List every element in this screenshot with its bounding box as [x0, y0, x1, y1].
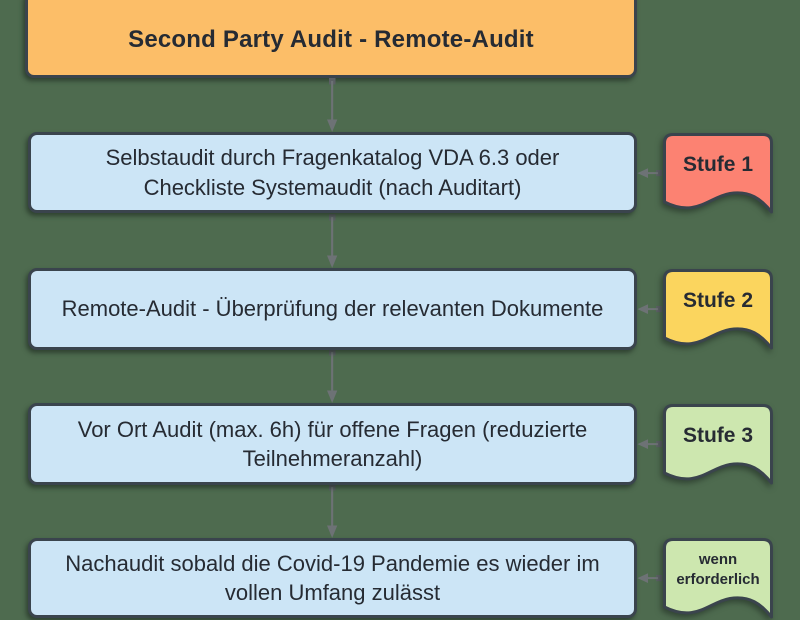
down-arrow-connector — [324, 214, 340, 273]
left-arrow-connector — [637, 437, 663, 451]
step-text-line: Nachaudit sobald die Covid-19 Pandemie e… — [65, 550, 600, 576]
stage-ribbon-label: Stufe 2 — [682, 289, 753, 312]
diagram-title: Second Party Audit - Remote-Audit — [128, 26, 534, 53]
step-box-1: Selbstaudit durch Fragenkatalog VDA 6.3 … — [28, 132, 637, 213]
wave-banner-icon — [663, 538, 773, 619]
step-text-line: Vor Ort Audit (max. 6h) für offene Frage… — [77, 416, 588, 442]
down-arrow-connector — [324, 78, 340, 137]
wave-banner-icon — [663, 404, 773, 485]
down-arrow-connector — [324, 349, 340, 408]
left-arrow-connector — [637, 302, 663, 316]
left-arrow-connector — [637, 571, 663, 585]
step-box-4: Nachaudit sobald die Covid-19 Pandemie e… — [28, 538, 637, 618]
stage-ribbon-3: Stufe 3 — [662, 403, 774, 497]
step-text-line: Teilnehmeranzahl) — [242, 446, 423, 471]
stage-ribbon-1: Stufe 1 — [662, 132, 774, 226]
down-arrow-connector — [324, 484, 340, 543]
step-text-line: vollen Umfang zulässt — [224, 580, 441, 605]
stage-ribbon-4: wenn erforderlich — [662, 537, 774, 620]
step-text-line: Selbstaudit durch Fragenkatalog VDA 6.3 … — [105, 145, 560, 171]
stage-ribbon-label: Stufe 1 — [682, 153, 753, 176]
stage-ribbon-2: Stufe 2 — [662, 268, 774, 362]
step-box-3: Vor Ort Audit (max. 6h) für offene Frage… — [28, 403, 637, 485]
step-box-2: Remote-Audit - Überprüfung der relevante… — [28, 268, 637, 350]
step-text-line: Remote-Audit - Überprüfung der relevante… — [61, 296, 604, 322]
step-text-line: Checkliste Systemaudit (nach Auditart) — [143, 174, 522, 200]
wave-banner-icon — [663, 269, 773, 350]
left-arrow-connector — [637, 166, 663, 180]
stage-ribbon-label: Stufe 3 — [682, 424, 753, 447]
diagram-title-box: Second Party Audit - Remote-Audit — [25, 0, 637, 78]
wave-banner-icon — [663, 133, 773, 214]
stage-ribbon-label: wenn erforderlich — [676, 551, 760, 588]
